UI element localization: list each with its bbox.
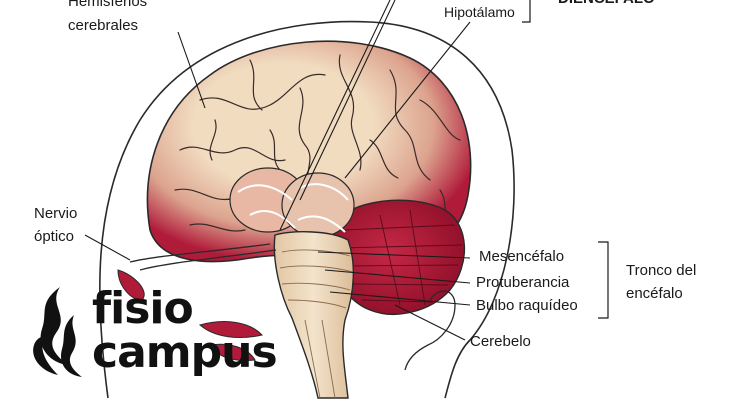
label-hemisferios-1: Hemisferios: [68, 0, 148, 10]
label-tronco-2: encéfalo: [626, 285, 683, 302]
label-protuberancia: Protuberancia: [476, 274, 570, 291]
leader-hipotalamo: [344, 21, 471, 179]
flame-icon: [33, 287, 82, 377]
brainstem-fibers: [279, 249, 354, 399]
leader-protuberancia: [324, 269, 471, 284]
leader-hemisferios: [177, 31, 206, 109]
fisiocampus-logo: fisio campus: [28, 285, 278, 380]
label-nervio-1: Nervio: [34, 205, 78, 222]
leader-cerebelo: [394, 304, 466, 341]
diencephalon: [229, 167, 355, 238]
tronco-bracket: [598, 241, 609, 319]
label-mesencefalo: Mesencéfalo: [479, 248, 565, 265]
leader-lines: [84, 0, 471, 341]
label-cerebelo: Cerebelo: [470, 333, 531, 350]
leader-diencefalo-a: [299, 0, 396, 201]
leader-bulbo: [329, 291, 471, 306]
cerebellum-folia: [339, 209, 463, 306]
leader-diencefalo-b: [279, 0, 391, 231]
diencefalo-bracket: [522, 0, 531, 23]
label-hipotalamo: Hipotálamo: [444, 4, 515, 20]
label-bulbo: Bulbo raquídeo: [476, 297, 578, 314]
leader-nervio: [84, 234, 131, 261]
optic-nerve: [117, 243, 277, 361]
brainstem: [273, 231, 354, 399]
skull-outline: [98, 20, 515, 399]
label-tronco-1: Tronco del: [626, 262, 697, 279]
leader-mesencefalo: [317, 251, 471, 259]
logo-word-fisio: fisio: [92, 283, 194, 334]
label-hemisferios-2: cerebrales: [68, 17, 139, 34]
label-nervio-2: óptico: [34, 228, 75, 245]
logo-word-campus: campus: [92, 327, 278, 378]
label-diencefalo: DIENCÉFALO: [558, 0, 655, 8]
